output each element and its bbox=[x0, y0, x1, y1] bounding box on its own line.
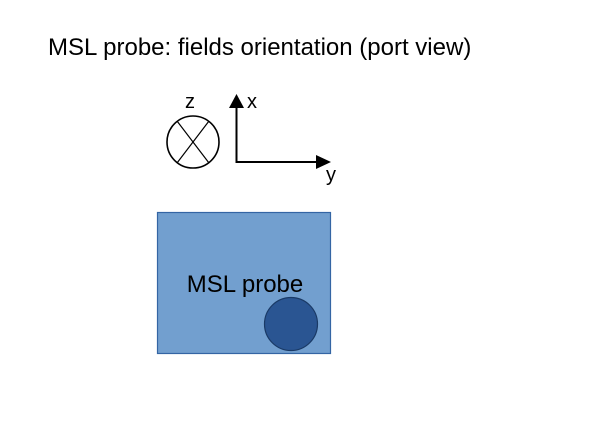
z-axis-into-page-icon bbox=[166, 115, 220, 169]
page-title: MSL probe: fields orientation (port view… bbox=[48, 34, 472, 61]
y-axis-arrow bbox=[235, 155, 331, 169]
x-axis-arrow bbox=[229, 94, 244, 162]
x-axis-label: x bbox=[247, 91, 257, 113]
msl-probe-label: MSL probe bbox=[187, 271, 304, 298]
probe-port-circle bbox=[263, 296, 319, 352]
y-axis-label: y bbox=[326, 164, 336, 186]
z-axis-label: z bbox=[185, 91, 195, 113]
